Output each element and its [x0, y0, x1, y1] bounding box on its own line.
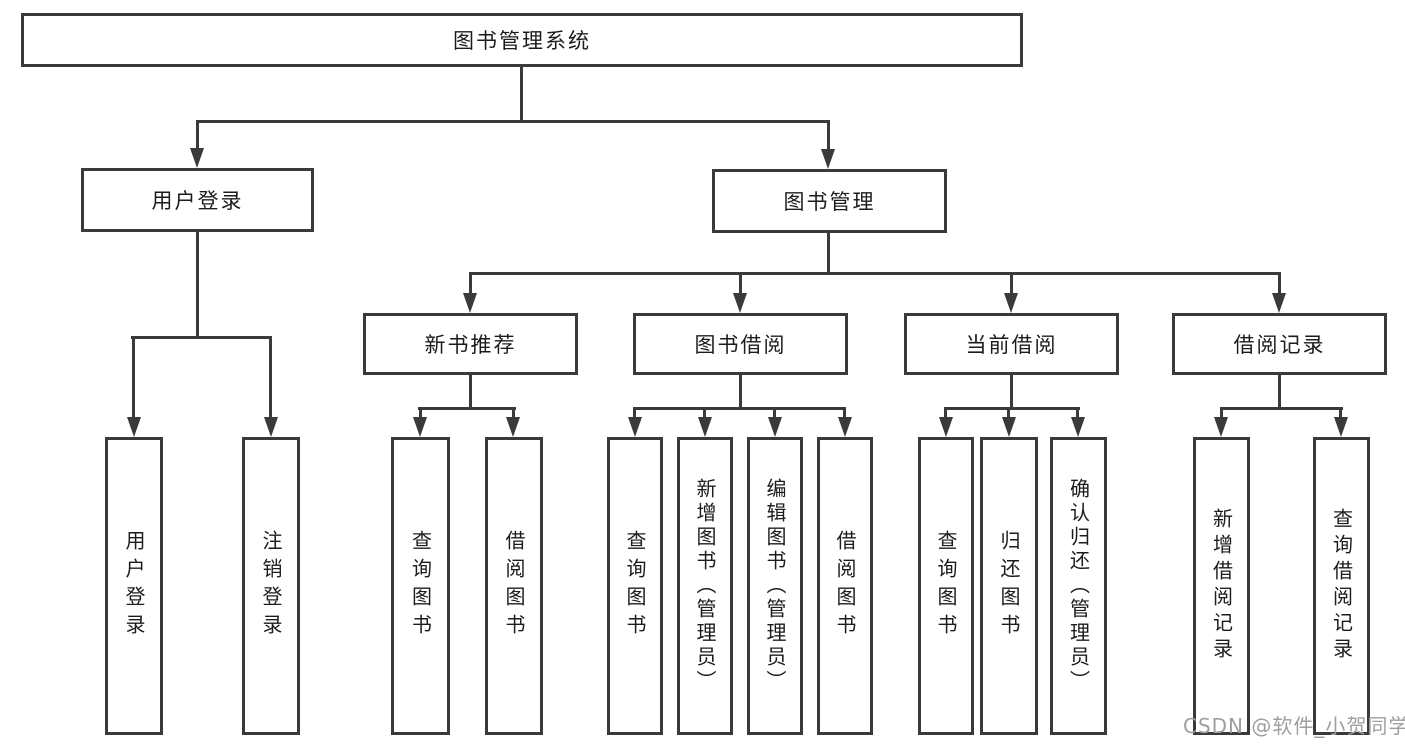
arrowhead-icon: [190, 148, 204, 168]
connector-line: [520, 67, 523, 123]
leaf-query-borrow-record-label: 查询借阅记录: [1329, 508, 1354, 664]
connector-line: [469, 272, 472, 293]
node-book-management-label: 图书管理: [783, 190, 876, 214]
node-new-book-recommend-label: 新书推荐: [424, 333, 517, 357]
arrowhead-icon: [127, 417, 141, 437]
leaf-confirm-return-admin: 确认归还（管理员）: [1050, 437, 1107, 735]
leaf-borrow-books-borrowing: 借阅图书: [817, 437, 873, 735]
connector-line: [827, 233, 830, 275]
leaf-user-login: 用户登录: [105, 437, 163, 735]
connector-line: [1220, 407, 1223, 417]
arrowhead-icon: [733, 293, 747, 313]
connector-line: [418, 407, 516, 410]
arrowhead-icon: [628, 417, 642, 437]
leaf-edit-books-admin-label: 编辑图书（管理员）: [763, 478, 787, 694]
node-current-borrowing-label: 当前借阅: [965, 333, 1058, 357]
leaf-borrow-books-borrowing-label: 借阅图书: [833, 530, 857, 642]
connector-line: [1278, 375, 1281, 410]
connector-line: [469, 272, 1281, 275]
connector-line: [1278, 272, 1281, 293]
leaf-return-books: 归还图书: [980, 437, 1038, 735]
node-user-login-label: 用户登录: [151, 189, 244, 213]
connector-line: [944, 407, 1080, 410]
arrowhead-icon: [698, 417, 712, 437]
leaf-query-books-borrowing-label: 查询图书: [623, 530, 647, 642]
node-borrowing-records-label: 借阅记录: [1233, 333, 1326, 357]
connector-line: [1010, 272, 1013, 293]
node-current-borrowing: 当前借阅: [904, 313, 1119, 375]
connector-line: [1076, 407, 1079, 417]
connector-line: [196, 120, 199, 148]
connector-line: [512, 407, 515, 417]
arrowhead-icon: [768, 417, 782, 437]
arrowhead-icon: [1334, 417, 1348, 437]
connector-line: [1220, 407, 1343, 410]
leaf-query-books-recommend: 查询图书: [391, 437, 450, 735]
leaf-add-books-admin-label: 新增图书（管理员）: [693, 478, 717, 694]
connector-line: [132, 336, 135, 417]
arrowhead-icon: [413, 417, 427, 437]
arrowhead-icon: [939, 417, 953, 437]
leaf-edit-books-admin: 编辑图书（管理员）: [747, 437, 803, 735]
leaf-add-books-admin: 新增图书（管理员）: [677, 437, 733, 735]
node-user-login: 用户登录: [81, 168, 314, 232]
node-new-book-recommend: 新书推荐: [363, 313, 578, 375]
leaf-add-borrow-record: 新增借阅记录: [1193, 437, 1250, 735]
node-book-borrowing: 图书借阅: [633, 313, 848, 375]
connector-line: [1010, 375, 1013, 410]
connector-line: [419, 407, 422, 417]
leaf-query-borrow-record: 查询借阅记录: [1313, 437, 1370, 735]
leaf-query-books-borrowing: 查询图书: [607, 437, 663, 735]
arrowhead-icon: [264, 417, 278, 437]
leaf-add-borrow-record-label: 新增借阅记录: [1209, 508, 1234, 664]
arrowhead-icon: [1272, 293, 1286, 313]
node-book-management: 图书管理: [712, 169, 947, 233]
arrowhead-icon: [463, 293, 477, 313]
leaf-return-books-label: 归还图书: [997, 530, 1021, 642]
leaf-query-books-recommend-label: 查询图书: [408, 530, 433, 642]
connector-line: [944, 407, 947, 417]
connector-line: [827, 120, 830, 149]
connector-line: [131, 336, 272, 339]
leaf-borrow-books-recommend: 借阅图书: [485, 437, 543, 735]
arrowhead-icon: [838, 417, 852, 437]
connector-line: [196, 120, 830, 123]
leaf-user-login-label: 用户登录: [122, 530, 146, 642]
arrowhead-icon: [1002, 417, 1016, 437]
connector-line: [269, 336, 272, 417]
leaf-query-books-current: 查询图书: [918, 437, 974, 735]
node-root: 图书管理系统: [21, 13, 1023, 67]
leaf-confirm-return-admin-label: 确认归还（管理员）: [1066, 478, 1091, 694]
node-borrowing-records: 借阅记录: [1172, 313, 1387, 375]
connector-line: [739, 272, 742, 293]
arrowhead-icon: [1214, 417, 1228, 437]
leaf-borrow-books-recommend-label: 借阅图书: [502, 530, 526, 642]
connector-line: [773, 407, 776, 417]
connector-line: [633, 407, 636, 417]
leaf-logout-login-label: 注销登录: [259, 530, 283, 642]
node-book-borrowing-label: 图书借阅: [694, 333, 787, 357]
connector-line: [196, 232, 199, 339]
arrowhead-icon: [821, 149, 835, 169]
leaf-logout-login: 注销登录: [242, 437, 300, 735]
watermark: CSDN @软件_小贺同学: [1183, 714, 1405, 738]
connector-line: [703, 407, 706, 417]
arrowhead-icon: [1004, 293, 1018, 313]
node-root-label: 图书管理系统: [453, 29, 591, 53]
leaf-query-books-current-label: 查询图书: [934, 530, 958, 642]
connector-line: [843, 407, 846, 417]
connector-line: [1339, 407, 1342, 417]
connector-line: [469, 375, 472, 410]
connector-line: [739, 375, 742, 410]
connector-line: [1007, 407, 1010, 417]
arrowhead-icon: [506, 417, 520, 437]
connector-line: [633, 407, 846, 410]
arrowhead-icon: [1071, 417, 1085, 437]
